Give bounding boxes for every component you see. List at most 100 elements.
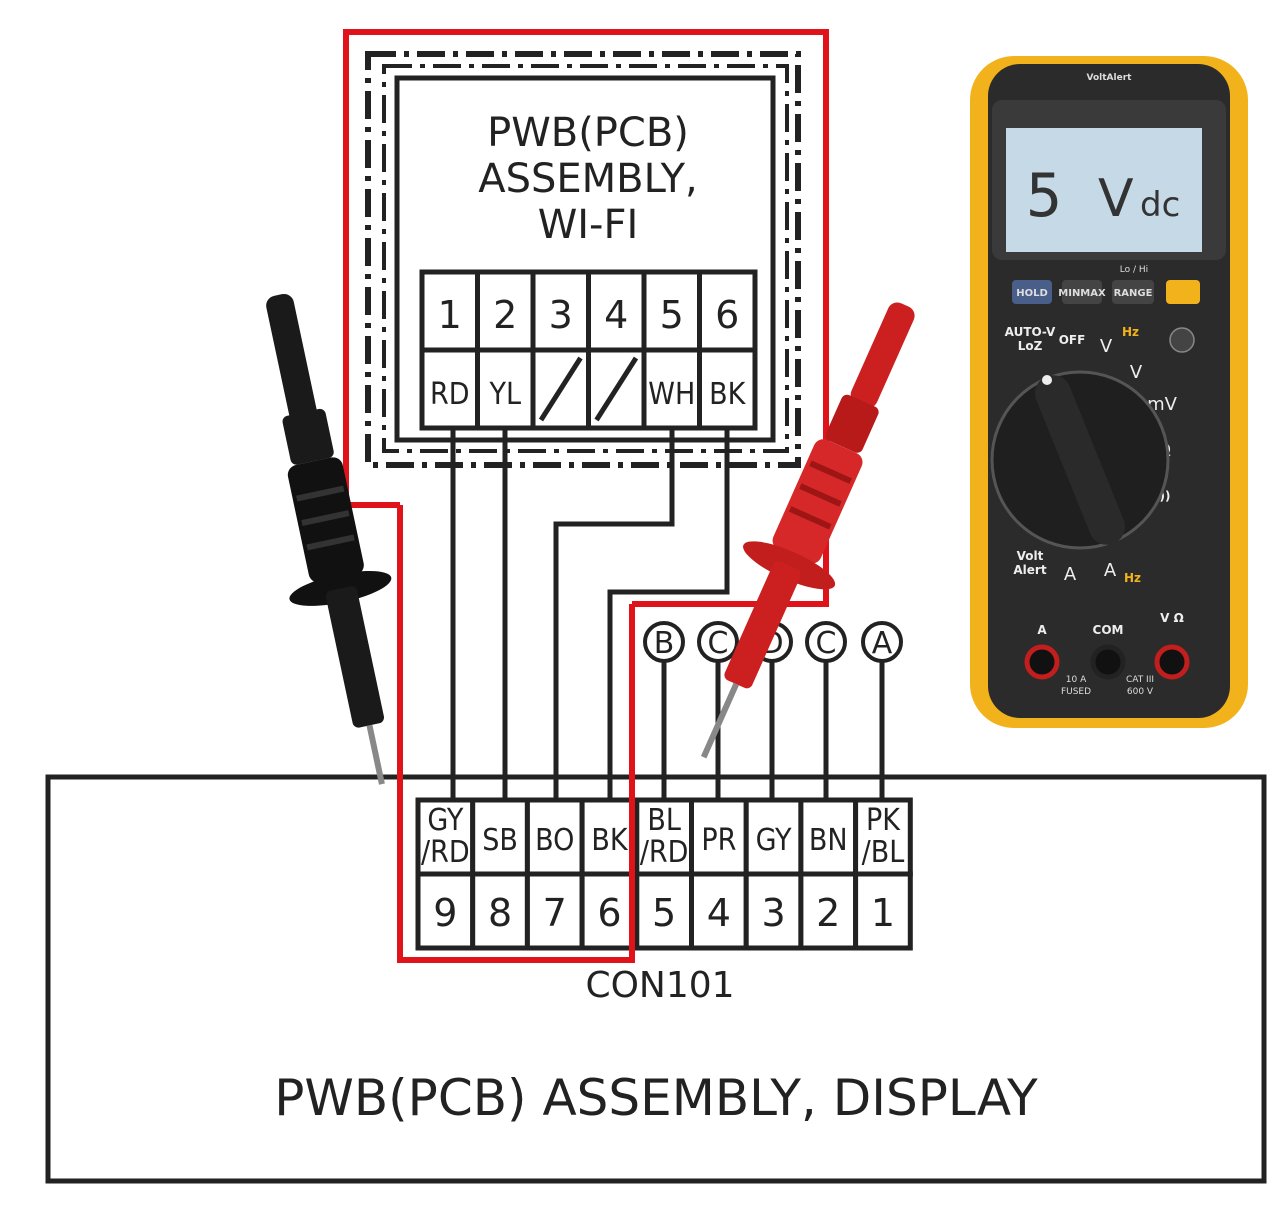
red-probe bbox=[700, 302, 915, 759]
lo-hi-label: Lo / Hi bbox=[1120, 265, 1148, 275]
display-pin-cell bbox=[579, 871, 640, 951]
multimeter: VoltAlert 5 V dc Lo / Hi HOLD MINMAX RAN… bbox=[970, 56, 1248, 728]
wifi-pin-cell bbox=[697, 269, 758, 353]
dial-v-dc: V bbox=[1130, 362, 1143, 383]
wifi-pin-number: 3 bbox=[549, 293, 573, 337]
display-pin-number: 8 bbox=[488, 891, 512, 935]
display-wire-color: BL bbox=[647, 803, 681, 838]
highlight-display-loop bbox=[397, 505, 635, 963]
dial-v-ac: V bbox=[1100, 336, 1113, 357]
display-pin-number: 2 bbox=[816, 891, 840, 935]
highlight-wifi-loop bbox=[343, 29, 829, 607]
display-wire-color: /RD bbox=[640, 835, 689, 870]
jack-a[interactable] bbox=[1024, 644, 1060, 680]
display-wire-cell bbox=[743, 797, 804, 877]
jack-v-label: V Ω bbox=[1160, 611, 1184, 625]
display-pin-number: 9 bbox=[433, 891, 457, 935]
circle-label-letter: B bbox=[654, 626, 675, 661]
display-pin-number: 4 bbox=[707, 891, 731, 935]
wifi-board-outline bbox=[394, 75, 776, 443]
connector-label: CON101 bbox=[585, 965, 734, 1006]
circle-label-ring bbox=[643, 621, 685, 663]
display-pin-number: 5 bbox=[652, 891, 676, 935]
display-wire-color: GY bbox=[756, 823, 792, 858]
display-pin-cell bbox=[524, 871, 585, 951]
display-wire-color: PR bbox=[701, 823, 736, 858]
wifi-board-title-line-2: ASSEMBLY, bbox=[478, 156, 698, 202]
display-board-outline bbox=[45, 774, 1267, 1184]
display-pin-number: 6 bbox=[597, 891, 621, 935]
wire-wh bbox=[553, 428, 675, 800]
wifi-wire-color: WH bbox=[648, 377, 695, 412]
function-button[interactable] bbox=[1166, 280, 1200, 304]
display-board-title: PWB(PCB) ASSEMBLY, DISPLAY bbox=[274, 1069, 1038, 1127]
multimeter-brand: VoltAlert bbox=[1087, 73, 1133, 83]
dial-auto-v: AUTO-V bbox=[1005, 325, 1056, 339]
backlight-button[interactable] bbox=[1169, 327, 1195, 353]
display-wire-color: /RD bbox=[421, 835, 470, 870]
display-wire-cell bbox=[579, 797, 640, 877]
display-wire-color: PK bbox=[866, 803, 901, 838]
hold-button-label: HOLD bbox=[1016, 288, 1048, 299]
dial-off: OFF bbox=[1059, 333, 1086, 347]
wifi-wire-color: BK bbox=[709, 377, 747, 412]
range-button[interactable] bbox=[1112, 280, 1154, 304]
fuse-label-1: 10 A bbox=[1066, 675, 1087, 685]
wifi-pin-number: 2 bbox=[493, 293, 517, 337]
lcd-reading-value: 5 bbox=[1026, 161, 1062, 231]
dial-a-dc: A bbox=[1064, 564, 1077, 585]
minmax-button-label: MINMAX bbox=[1058, 288, 1106, 299]
unused-pin-slash bbox=[594, 356, 639, 422]
wifi-shield-frame-outer bbox=[365, 51, 801, 468]
display-pin-number: 3 bbox=[761, 891, 785, 935]
display-wire-color: SB bbox=[482, 823, 518, 858]
wifi-pin-number: 6 bbox=[715, 293, 739, 337]
jack-a-label: A bbox=[1037, 623, 1047, 637]
display-pin-cell bbox=[743, 871, 804, 951]
wifi-wire-cell bbox=[697, 347, 758, 431]
display-wire-color: GY bbox=[427, 803, 463, 838]
circle-label-ring bbox=[697, 621, 739, 663]
wifi-pin-cell bbox=[475, 269, 536, 353]
hold-button[interactable] bbox=[1012, 280, 1052, 304]
circle-label-letter: A bbox=[872, 626, 893, 661]
dial-mv: mV bbox=[1147, 394, 1178, 415]
wifi-shield-frame-inner bbox=[382, 64, 789, 453]
display-wire-cell bbox=[798, 797, 859, 877]
circle-label-letter: C bbox=[816, 626, 837, 661]
cat-label-1: CAT III bbox=[1126, 675, 1154, 685]
wifi-wire-color: YL bbox=[488, 377, 521, 412]
unused-pin-slash bbox=[538, 356, 583, 422]
circle-label-letter: C bbox=[708, 626, 729, 661]
wires bbox=[450, 428, 885, 800]
minmax-button[interactable] bbox=[1062, 280, 1102, 304]
dial-auto-v-loz: LoZ bbox=[1018, 339, 1043, 353]
display-wire-cell bbox=[853, 797, 913, 877]
lcd-reading-unit: V bbox=[1098, 169, 1134, 229]
black-probe bbox=[266, 293, 392, 785]
measurement-highlight bbox=[343, 29, 829, 963]
wifi-wire-color: RD bbox=[430, 377, 470, 412]
display-wire-cell bbox=[689, 797, 749, 877]
dial-hz: Hz bbox=[1122, 325, 1139, 339]
wifi-board-title-line-3: WI-FI bbox=[538, 202, 639, 248]
dial-pointer-icon bbox=[1042, 375, 1052, 385]
dial-a-hz: Hz bbox=[1124, 571, 1141, 585]
jack-com[interactable] bbox=[1090, 644, 1126, 680]
circle-label-ring bbox=[861, 621, 903, 663]
display-wire-color: BO bbox=[535, 823, 574, 858]
wifi-board-title-line-1: PWB(PCB) bbox=[487, 110, 689, 156]
lcd-screen bbox=[1006, 128, 1202, 252]
circle-label-ring bbox=[805, 621, 847, 663]
jack-v[interactable] bbox=[1154, 644, 1190, 680]
dial-volt-alert-2: Alert bbox=[1013, 563, 1046, 577]
cat-label-2: 600 V bbox=[1127, 687, 1154, 697]
wifi-pin-number: 1 bbox=[438, 293, 462, 337]
wifi-pin-number: 4 bbox=[604, 293, 628, 337]
dial-a-ac: A bbox=[1104, 560, 1117, 581]
dial-volt-alert: Volt bbox=[1017, 549, 1044, 563]
rotary-dial-knob bbox=[1035, 375, 1125, 545]
